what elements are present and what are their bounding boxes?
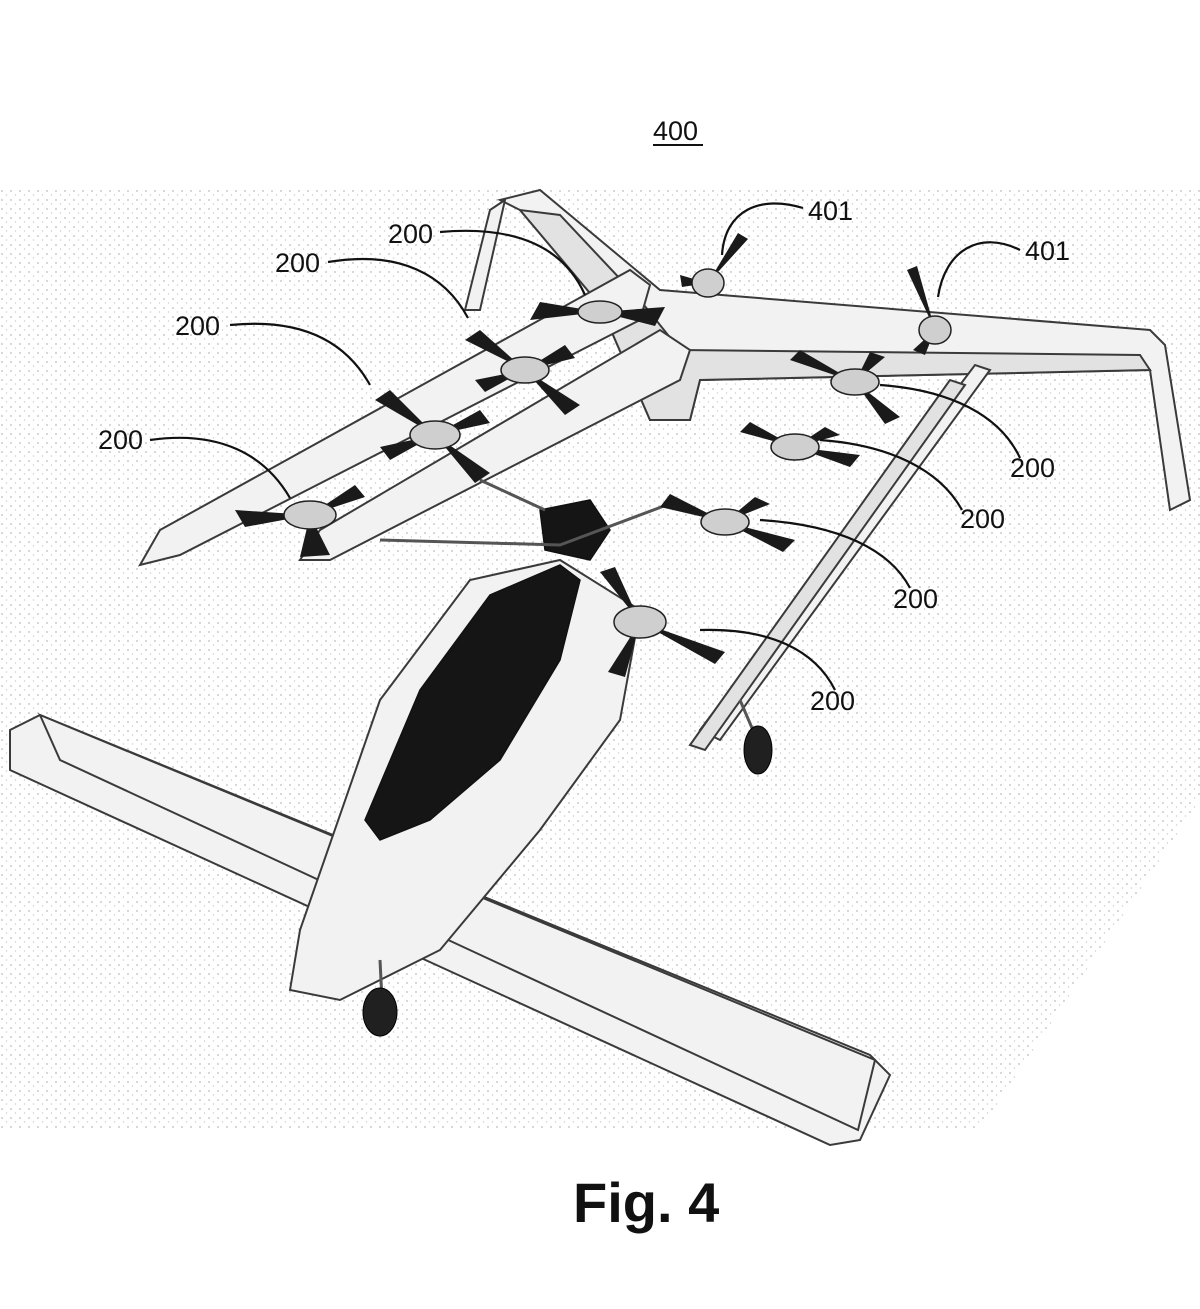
nose-wheel (362, 987, 398, 1037)
rotor-label-8: 200 (810, 686, 855, 716)
lift-rotor-4 (235, 485, 365, 557)
leader-rotor-1 (439, 229, 587, 296)
lift-rotor-3 (375, 390, 490, 483)
leader-rotor-6 (819, 438, 963, 511)
left-wing-strut (463, 197, 507, 311)
leader-rotor-5 (879, 383, 1021, 459)
right-boom-inner (688, 378, 967, 752)
cross-strut-b (479, 478, 546, 512)
leader-rotor-8 (699, 628, 836, 691)
leader-pusher-right (936, 241, 1021, 298)
rotor-label-1: 200 (388, 219, 433, 249)
cross-strut-a (379, 498, 681, 547)
rotor-label-2: 200 (275, 248, 320, 278)
figure-caption: Fig. 4 (573, 1171, 719, 1234)
pusher-label-right: 401 (1025, 236, 1070, 266)
left-boom (137, 268, 652, 567)
leader-rotor-3 (229, 322, 371, 386)
leader-rotor-2 (327, 257, 469, 319)
rotor-label-4: 200 (98, 425, 143, 455)
pusher-label-left: 401 (808, 196, 853, 226)
rotor-label-5: 200 (1010, 453, 1055, 483)
rear-wheel (743, 725, 773, 775)
leader-rotor-4 (149, 436, 291, 499)
pusher-propeller-left (680, 233, 748, 298)
figure-reference-label: 400 (653, 116, 698, 146)
lift-rotor-8 (600, 567, 725, 677)
rotor-label-6: 200 (960, 504, 1005, 534)
lift-rotor-6 (740, 422, 860, 467)
lift-rotor-7 (660, 494, 795, 552)
leader-pusher-left (720, 202, 804, 256)
center-boom (298, 328, 692, 561)
lift-rotor-5 (790, 350, 900, 424)
rotor-label-3: 200 (175, 311, 220, 341)
lift-rotor-2 (465, 330, 580, 415)
pusher-propeller-right (907, 266, 952, 355)
lift-rotor-1 (530, 300, 665, 326)
leader-rotor-7 (759, 518, 911, 589)
rotor-label-7: 200 (893, 584, 938, 614)
canopy (364, 564, 581, 841)
